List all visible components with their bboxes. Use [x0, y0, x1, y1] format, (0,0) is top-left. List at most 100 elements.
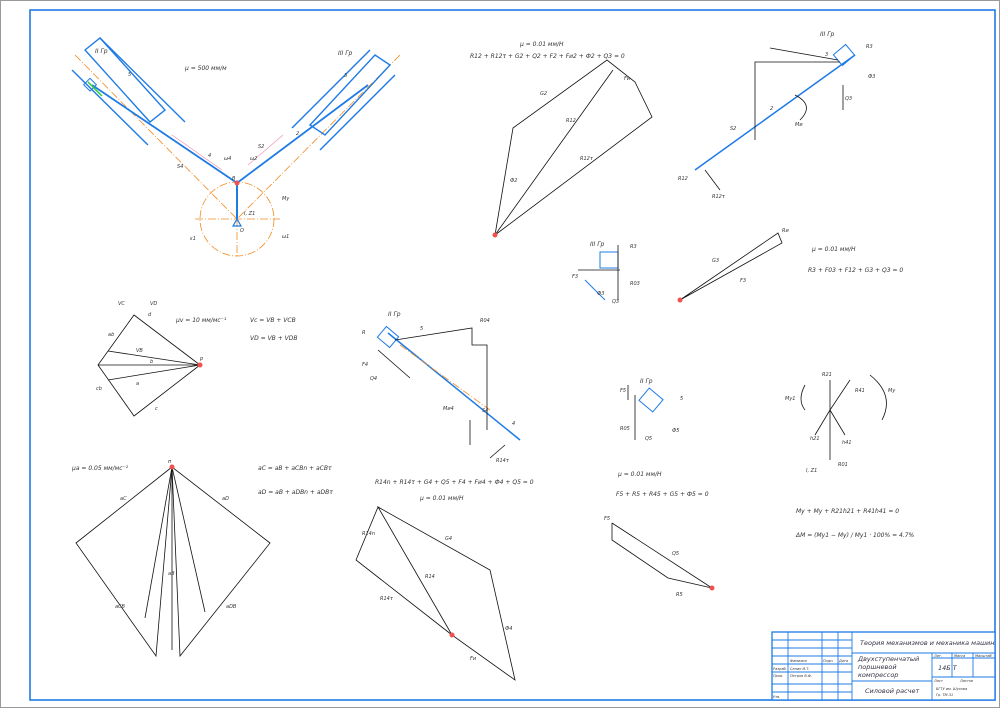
vector-label: aDB [226, 604, 237, 610]
accel-vector [171, 466, 206, 613]
row-label: Разраб. [773, 667, 787, 671]
force-polygon [355, 505, 516, 681]
vector-label: Mи [795, 122, 803, 128]
omega-label: ω1 [282, 234, 289, 240]
vector-label: aB [168, 571, 175, 577]
accel-polygon [75, 466, 271, 658]
vector-label: h21 [810, 436, 820, 442]
link-4 [387, 332, 521, 441]
vector-label: F3 [740, 278, 746, 284]
vector-label: Rи [782, 228, 789, 234]
ground-hatch [377, 349, 411, 379]
force-polygon [611, 522, 713, 589]
vector-label: π [168, 459, 172, 465]
force-polygon [679, 232, 783, 301]
link-stub [584, 279, 606, 301]
vector-label: d [148, 312, 152, 318]
force-arrow [754, 61, 840, 140]
accel-equation: aC = aB + aCBn + aCBτ [258, 465, 332, 472]
vector-label: G3 [712, 258, 719, 264]
equilibrium-equation: R14n + R14τ + G4 + Q5 + F4 + Fи4 + Ф4 + … [375, 479, 534, 486]
vector-label: R21 [822, 372, 832, 378]
vector-label: Q3 [845, 96, 852, 102]
organization: Гр. ТМ-31 [936, 693, 953, 697]
group-label: III Гр [338, 50, 353, 57]
force-plan-group-2: R14n + R14τ + G4 + Q5 + F4 + Fи4 + Ф4 + … [355, 479, 534, 681]
vector-label: Ф5 [672, 428, 680, 434]
group-2-diagram: II Гр R Q4 F4 R04 Mи4 S4 R14τ 5 4 [362, 311, 521, 464]
equilibrium-equation: F5 + R5 + R45 + G5 + Ф5 = 0 [616, 491, 709, 498]
vector-label: Q5 [645, 436, 652, 442]
velocity-vector [107, 350, 201, 366]
vector-label: Mи4 [443, 406, 454, 412]
vector-label: R04 [480, 318, 490, 324]
center-of-mass-marks [171, 134, 284, 171]
group-title: III Гр [590, 241, 605, 248]
drawing-frame [29, 9, 996, 701]
group-title: I, Z1 [806, 468, 817, 474]
organization: БГТУ им. Шухова [936, 687, 967, 691]
scale-label: μ = 0.01 мм/Н [419, 495, 464, 502]
column-header: Подп. [823, 659, 834, 663]
vector-label: c [155, 406, 158, 412]
vector-label: b [150, 359, 153, 365]
epsilon-label: ε1 [190, 236, 196, 242]
vector-label: F4 [362, 362, 368, 368]
link-number: 5 [128, 72, 131, 78]
link-number: 4 [512, 421, 515, 427]
sheet-name: Силовой расчет [865, 687, 920, 695]
vector-label: My [888, 388, 896, 394]
slider-block [638, 387, 664, 413]
group-title: III Гр [820, 31, 835, 38]
vector-label: cb [96, 386, 102, 392]
force-plan-slider-5: μ = 0.01 мм/Н F5 + R5 + R45 + G5 + Ф5 = … [604, 471, 715, 598]
scale-label: μ = 0.01 мм/Н [811, 246, 856, 253]
axis-line [399, 344, 491, 411]
scale-label: μ = 0.01 мм/Н [617, 471, 662, 478]
pole-point [677, 297, 683, 303]
drawing-title: компрессор [858, 671, 898, 679]
vector-label: R14τ [496, 458, 510, 464]
row-label: Утв. [773, 695, 780, 699]
point-label: S2 [258, 144, 264, 150]
vector-label: F5 [620, 388, 626, 394]
link-number: 5 [680, 396, 683, 402]
vector-label: R12 [566, 118, 576, 124]
vector-label: R12τ [580, 156, 594, 162]
pole-point [492, 232, 498, 238]
vector-label: ab [108, 332, 114, 338]
pole-point [169, 464, 175, 470]
column-header: Дата [838, 659, 848, 663]
force-plan-group-3: μ = 0.01 мм/Н R12 + R12τ + G2 + Q2 + F2 … [470, 41, 653, 238]
right-cylinder-wall [291, 49, 371, 129]
vector-label: Mу1 [785, 396, 795, 402]
column-header: Фамилия [790, 659, 807, 663]
acceleration-plan: μa = 0.05 мм/мс⁻² aC = aB + aCBn + aCBτ … [71, 459, 333, 658]
moment-arrow [800, 384, 806, 411]
link-number: 3 [825, 52, 828, 58]
moment-label: Mу [282, 196, 290, 202]
vector-label: S2 [730, 126, 736, 132]
point-label: I, Z1 [244, 211, 255, 217]
left-cylinder [83, 37, 167, 123]
vector-label: R14 [425, 574, 435, 580]
force-arrow [394, 327, 488, 430]
slider-block [599, 251, 619, 269]
moment-arrow [869, 374, 887, 421]
title-block: Теория механизмов и механика машин Двухс… [771, 631, 996, 701]
right-cylinder-wall [319, 74, 396, 151]
vector-label: Ф4 [505, 626, 513, 632]
vector-label: Q5 [672, 551, 679, 557]
column-header: Листов [959, 679, 973, 683]
point-label: B [232, 176, 236, 182]
force-arrow [489, 444, 506, 459]
drawing-title: поршневой [858, 663, 897, 671]
group-3-diagram: III Гр R3 Q3 Mи R12 R12τ Ф3 S2 2 3 [678, 31, 876, 200]
velocity-equation: VD = VB + VDB [250, 335, 297, 342]
link-number: 2 [296, 131, 299, 137]
vector-label: R12 [678, 176, 688, 182]
pole-point [449, 632, 455, 638]
group-title: II Гр [388, 311, 401, 318]
